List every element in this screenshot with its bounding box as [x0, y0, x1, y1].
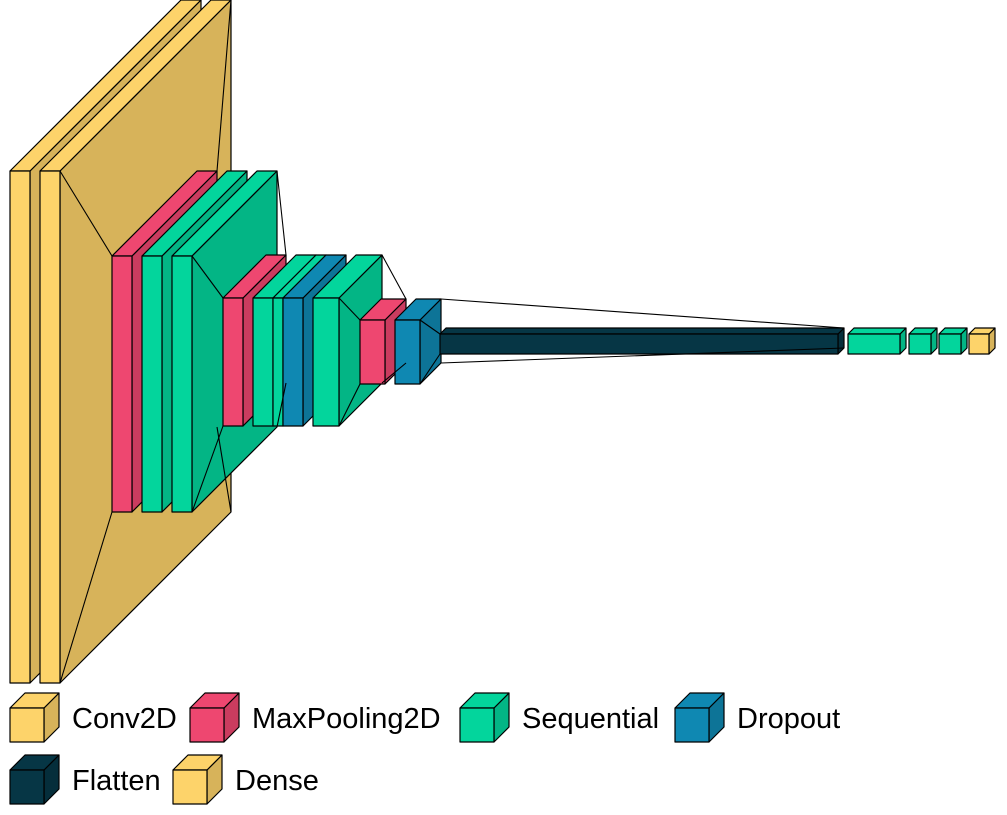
- legend-item-flatten: Flatten: [9, 754, 161, 805]
- layer-dense-16: [968, 327, 996, 355]
- connector-line-4-b: [419, 353, 441, 385]
- connector-line-1-b: [59, 511, 113, 684]
- layer-flatten-12: [439, 327, 845, 355]
- legend: Conv2D MaxPooling2D Sequential DropoutFlatt…: [9, 692, 840, 805]
- legend-swatch-conv2d: [9, 692, 60, 743]
- connector-line-1-d: [216, 426, 232, 513]
- connector-line-3-d: [381, 362, 407, 384]
- legend-swatch-flatten: [9, 754, 60, 805]
- connector-line-3-c: [381, 254, 407, 300]
- connector-line-2-c: [276, 170, 287, 256]
- connector-line-1-c: [216, 0, 232, 172]
- legend-label-dense: Dense: [235, 765, 319, 797]
- legend-item-conv2d: Conv2D: [9, 692, 177, 743]
- legend-label-conv2d: Conv2D: [72, 703, 177, 735]
- connector-line-4-d: [440, 347, 845, 364]
- legend-label-sequential: Sequential: [522, 703, 659, 735]
- legend-swatch-dense: [172, 754, 223, 805]
- connector-line-2-a: [191, 255, 224, 299]
- connector-line-2-b: [191, 425, 224, 513]
- legend-item-dense: Dense: [172, 754, 319, 805]
- connector-line-4-a: [419, 319, 441, 335]
- legend-swatch-sequential: [459, 692, 510, 743]
- layer-sequential-13: [847, 327, 907, 355]
- layer-sequential-15: [938, 327, 968, 355]
- layer-sequential-14: [908, 327, 938, 355]
- legend-swatch-dropout: [674, 692, 725, 743]
- legend-swatch-maxpooling2d: [189, 692, 240, 743]
- connector-line-3-a: [338, 297, 361, 321]
- legend-item-sequential: Sequential: [459, 692, 659, 743]
- legend-item-maxpooling2d: MaxPooling2D: [189, 692, 441, 743]
- layer-connectors: [59, 0, 845, 684]
- connector-line-3-b: [338, 383, 361, 427]
- legend-label-maxpooling2d: MaxPooling2D: [252, 703, 441, 735]
- connector-line-4-c: [440, 298, 845, 329]
- connector-line-2-d: [276, 382, 287, 428]
- layer-boxes: [9, 0, 996, 684]
- connector-line-1-a: [59, 170, 113, 257]
- legend-label-dropout: Dropout: [737, 703, 840, 735]
- legend-label-flatten: Flatten: [72, 765, 161, 797]
- legend-item-dropout: Dropout: [674, 692, 840, 743]
